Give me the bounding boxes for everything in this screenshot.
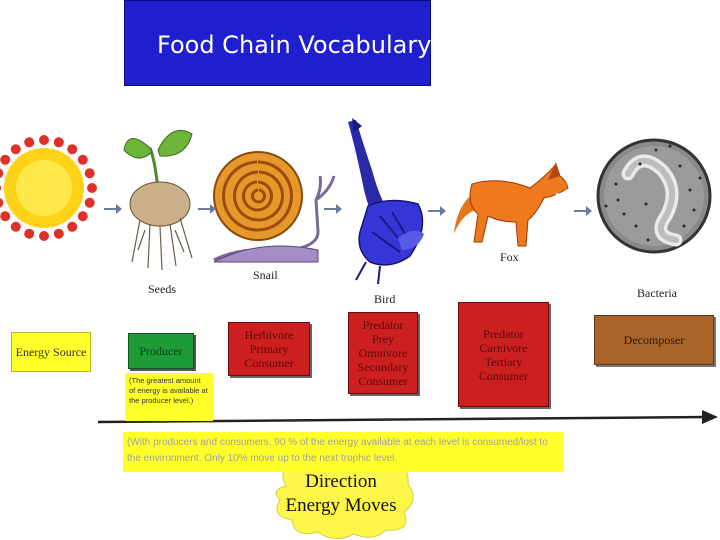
sun-ray-dot — [10, 221, 21, 232]
predator-tertiary-label: Predator Carnivore Tertiary Consumer — [478, 326, 529, 383]
sun-ray-dot — [0, 168, 4, 178]
energy-transfer-note: (With producers and consumers, 90 % of t… — [123, 432, 563, 472]
sun-ray-dot — [0, 154, 11, 165]
fox-icon — [454, 162, 571, 247]
arrow-icon — [324, 204, 342, 214]
snail-icon — [213, 151, 336, 263]
sun-ray-dot — [0, 198, 4, 208]
predator-prey-label: Predator Prey Omnivore Secondary Consume… — [357, 318, 409, 388]
sun-ray-dot — [84, 168, 95, 179]
sun-ray-dot — [53, 137, 64, 148]
sun-ray-dot — [84, 197, 95, 208]
predator-tertiary-box: Predator Carnivore Tertiary Consumer — [458, 302, 549, 407]
sun-ray-dot — [39, 135, 49, 145]
sun-ray-dot — [24, 137, 35, 148]
sun-ray-dot — [0, 185, 1, 191]
decomposer-box: Decomposer — [594, 315, 714, 365]
direction-cloud-text: Direction Energy Moves — [270, 470, 412, 518]
caption-snail: Snail — [253, 268, 278, 282]
cloud-line-1: Direction — [305, 471, 377, 492]
sun-ray-dot — [67, 144, 78, 155]
page-title: Food Chain Vocabulary — [157, 31, 432, 59]
arrow-icon — [574, 206, 592, 216]
producer-label: Producer — [139, 344, 183, 358]
sun-ray-dot — [10, 144, 21, 155]
seedling-icon — [123, 130, 193, 271]
caption-fox: Fox — [500, 250, 519, 264]
arrow-icon — [198, 204, 216, 214]
sun-ray-dot — [77, 154, 88, 165]
sun-ray-dot — [53, 228, 64, 239]
caption-bacteria: Bacteria — [637, 286, 677, 300]
producer-energy-note: (The greatest amount of energy is availa… — [125, 373, 213, 421]
sun-ray-dot — [67, 221, 78, 232]
energy-source-box: Energy Source — [11, 332, 91, 372]
caption-bird: Bird — [374, 292, 396, 306]
energy-source-label: Energy Source — [15, 345, 87, 359]
sun-ray-dot — [24, 228, 35, 239]
bird-icon — [348, 118, 424, 285]
sun-icon — [0, 135, 97, 241]
herbivore-label: Herbivore Primary Consumer — [244, 328, 294, 370]
sun-ray-dot — [39, 231, 49, 241]
bacteria-icon — [596, 138, 712, 254]
arrow-icon — [104, 204, 122, 214]
long-direction-arrow — [97, 410, 718, 424]
producer-box: Producer — [128, 333, 194, 369]
chain-arrows — [104, 204, 592, 216]
decomposer-label: Decomposer — [623, 333, 685, 347]
caption-seeds: Seeds — [148, 282, 176, 296]
sun-ray-dot — [0, 211, 11, 222]
sun-ray-dot — [87, 183, 97, 193]
sun-ray-dot — [77, 211, 88, 222]
title-banner: Food Chain Vocabulary — [124, 0, 431, 86]
arrow-icon — [428, 206, 446, 216]
herbivore-box: Herbivore Primary Consumer — [228, 322, 310, 376]
cloud-line-2: Energy Moves — [285, 495, 397, 516]
predator-prey-box: Predator Prey Omnivore Secondary Consume… — [348, 312, 418, 394]
